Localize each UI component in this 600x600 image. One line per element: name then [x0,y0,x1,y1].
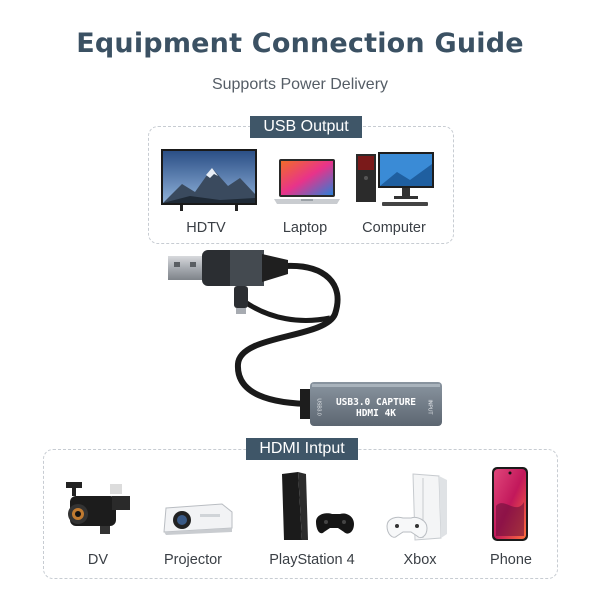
laptop-icon [273,158,341,208]
page-subtitle: Supports Power Delivery [211,76,389,93]
device-label-dv: DV [87,552,109,568]
usb-capture-cable [150,244,450,440]
tv-icon [160,148,258,212]
device-label-laptop: Laptop [282,220,328,236]
adapter-usb-side-text: USB3.0 [315,398,322,416]
device-label-playstation-4: PlayStation 4 [269,552,355,568]
device-label-hdtv: HDTV [186,220,226,236]
device-label-xbox: Xbox [403,552,437,568]
device-label-phone: Phone [490,552,532,568]
adapter-label-line2: HDMI 4K [355,408,397,419]
adapter-label: USB3.0 CAPTURE HDMI 4K [326,397,426,419]
projector-icon [160,500,234,536]
camcorder-icon [62,480,136,536]
game-console-icon [272,470,356,542]
adapter-label-line1: USB3.0 CAPTURE [335,397,417,408]
smartphone-icon [490,466,530,542]
device-label-computer: Computer [362,220,426,236]
page-title: Equipment Connection Guide [76,28,524,59]
device-label-projector: Projector [163,552,223,568]
adapter-hdmi-side-text: INPUT [426,399,433,415]
usb-output-tag: USB Output [250,116,362,138]
xbox-console-icon [383,472,457,542]
hdmi-input-tag: HDMI Intput [246,438,358,460]
desktop-computer-icon [352,150,438,208]
